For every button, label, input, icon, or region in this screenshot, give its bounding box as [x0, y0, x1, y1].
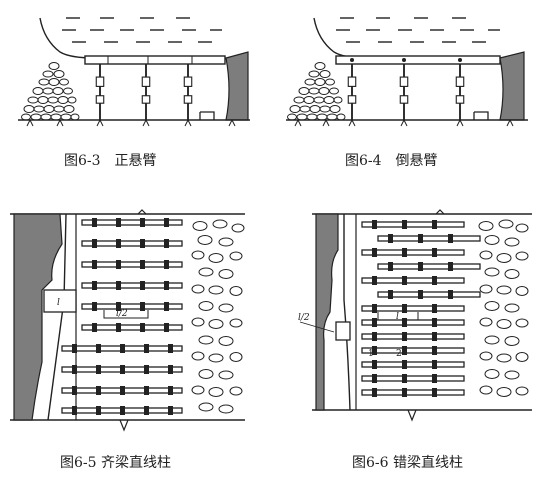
- gob-rubble: [191, 219, 245, 414]
- figure-6-4: [286, 17, 528, 127]
- water-dashes: [62, 17, 222, 43]
- caption-6-5: 图6-5 齐梁直线柱: [60, 455, 171, 471]
- cantilever-beam: [335, 55, 501, 65]
- caption-6-6: 图6-6 错梁直线柱: [352, 455, 463, 471]
- label-l-half: l/2: [298, 313, 310, 323]
- label-1: 1: [368, 349, 374, 359]
- roof-caving-line: [39, 17, 225, 59]
- coal-wall: [225, 51, 249, 121]
- label-2: 2: [396, 349, 402, 359]
- label-l: l: [396, 312, 399, 322]
- conveyor: [43, 289, 77, 313]
- conveyor: [335, 321, 351, 341]
- water-dashes: [336, 17, 500, 43]
- figure-6-3: [18, 17, 250, 127]
- figure-6-6: l/2 l 1: [298, 209, 532, 422]
- cantilever-beam: [84, 55, 226, 65]
- coal-wall: [315, 213, 339, 411]
- label-l-half: l/2: [116, 309, 128, 319]
- gob-rubble: [478, 219, 529, 397]
- coal-wall: [13, 213, 63, 421]
- gob-rubble: [21, 62, 80, 121]
- label-l: l: [57, 298, 60, 308]
- prop-caps: [72, 218, 173, 415]
- beam-rows: [361, 221, 481, 396]
- prop-caps: [372, 220, 453, 397]
- figure-6-5: l l/2: [10, 209, 245, 432]
- gob-rubble: [287, 62, 346, 121]
- caption-6-4: 图6-4 倒悬臂: [345, 153, 438, 169]
- coal-wall: [499, 51, 525, 121]
- caption-6-3: 图6-3 正悬臂: [64, 153, 157, 169]
- roof-caving-line: [313, 17, 502, 59]
